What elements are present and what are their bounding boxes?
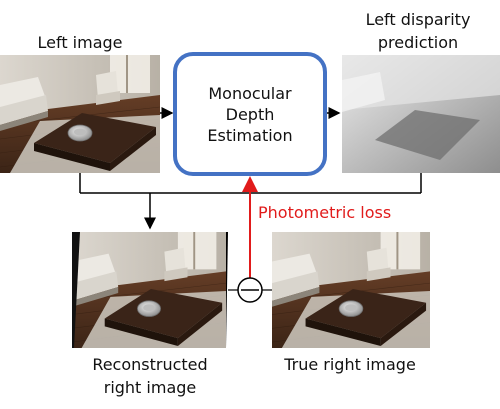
- true-right-image: [272, 232, 430, 348]
- left-image-photo: [0, 55, 160, 173]
- true-right-label: True right image: [283, 355, 416, 374]
- disparity-map-image: [342, 55, 500, 173]
- model-label-line1: Monocular: [208, 84, 292, 103]
- photometric-loss-label: Photometric loss: [258, 203, 391, 222]
- model-label-line2: Depth: [226, 105, 275, 124]
- reconstructed-label-line1: Reconstructed: [92, 355, 207, 374]
- left-image-label: Left image: [37, 33, 122, 52]
- monocular-depth-estimation-box: [173, 52, 327, 176]
- minus-icon: [237, 277, 263, 303]
- disparity-label-line2: prediction: [378, 33, 458, 52]
- reconstructed-label-line2: right image: [104, 378, 197, 397]
- disparity-label-line1: Left disparity: [366, 10, 471, 29]
- model-label-line3: Estimation: [207, 126, 292, 145]
- reconstructed-right-image: [72, 232, 228, 348]
